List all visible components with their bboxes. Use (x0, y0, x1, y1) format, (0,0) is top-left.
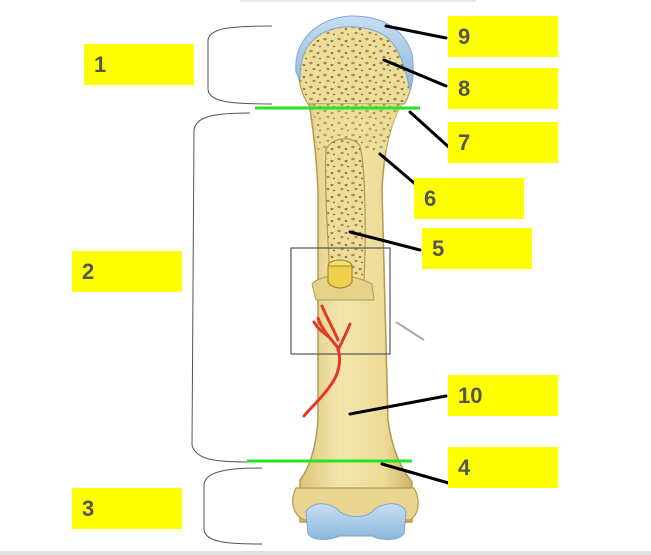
label-box-10: 10 (448, 375, 558, 416)
top-edge-rule (240, 0, 476, 2)
label-text-5: 5 (432, 235, 445, 261)
label-text-4: 4 (458, 454, 471, 480)
bottom-edge-rule (0, 551, 651, 555)
label-text-1: 1 (94, 51, 107, 77)
leader-4 (380, 462, 454, 486)
label-box-7: 7 (448, 122, 558, 163)
articular-cartilage-distal (305, 503, 407, 540)
label-text-9: 9 (458, 23, 471, 49)
label-text-3: 3 (82, 495, 95, 521)
metaphysis-spongy-bone (312, 104, 402, 150)
label-text-2: 2 (82, 258, 95, 284)
nutrient-artery (302, 304, 352, 418)
leader-6 (378, 152, 422, 190)
medullary-cavity (324, 138, 366, 281)
bracket-proximal-epiphysis (207, 25, 273, 105)
bracket-distal-epiphysis (203, 467, 263, 545)
label-box-4: 4 (448, 447, 558, 488)
leader-9 (384, 24, 448, 40)
label-box-9: 9 (448, 16, 558, 57)
marrow-plug (327, 265, 353, 289)
label-text-8: 8 (458, 75, 471, 101)
label-text-7: 7 (458, 129, 471, 155)
label-box-8: 8 (448, 68, 558, 109)
leader-5 (348, 230, 422, 252)
label-box-3: 3 (72, 488, 182, 529)
label-text-10: 10 (458, 382, 483, 408)
leader-10 (348, 394, 448, 416)
articular-cartilage-proximal (295, 15, 414, 92)
label-box-6: 6 (414, 178, 524, 219)
bracket-diaphysis (191, 112, 251, 463)
inset-pointer (395, 321, 425, 341)
leader-7 (408, 110, 454, 152)
label-box-1: 1 (84, 44, 194, 85)
label-box-2: 2 (72, 251, 182, 292)
label-text-6: 6 (424, 185, 437, 211)
label-box-5: 5 (422, 228, 532, 269)
leader-8 (382, 58, 448, 88)
